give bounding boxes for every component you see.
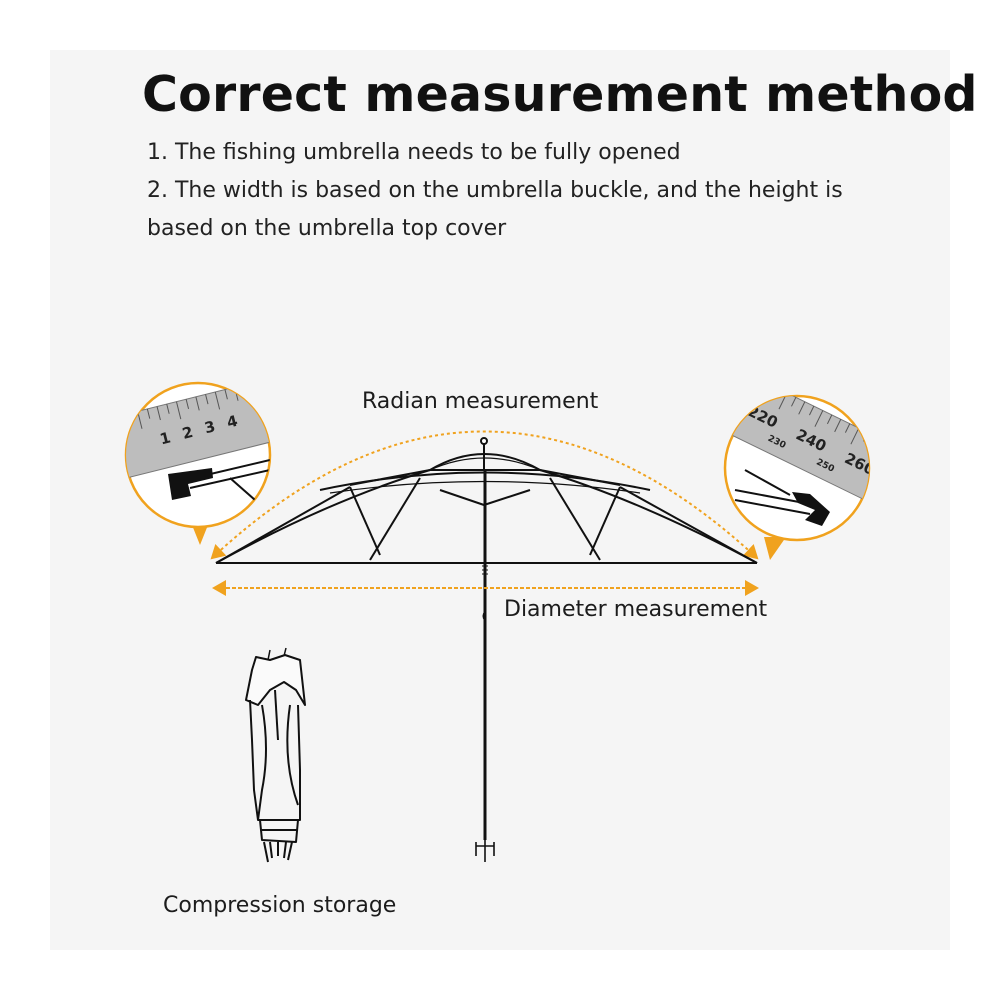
left-ruler-tick-1: 1	[158, 428, 172, 448]
left-ruler-tick-3: 3	[203, 417, 217, 437]
left-ruler-tick-2: 2	[180, 423, 194, 443]
left-ruler-tick-4: 4	[225, 412, 239, 432]
instruction-2: 2. The width is based on the umbrella bu…	[147, 178, 843, 203]
compression-storage-label: Compression storage	[163, 893, 397, 918]
radian-measurement-label: Radian measurement	[362, 389, 599, 414]
radian-arc	[210, 430, 759, 560]
right-buckle-callout: 220 230 240 250 260	[723, 394, 871, 560]
left-buckle-callout: 1 2 3 4	[124, 381, 272, 545]
diameter-measurement-label: Diameter measurement	[504, 597, 768, 622]
instruction-1: 1. The fishing umbrella needs to be full…	[147, 140, 681, 165]
instruction-2-continued: based on the umbrella top cover	[147, 216, 507, 241]
page-title: Correct measurement method	[142, 66, 978, 123]
closed-umbrella	[245, 647, 306, 863]
umbrella-pole	[475, 470, 495, 862]
